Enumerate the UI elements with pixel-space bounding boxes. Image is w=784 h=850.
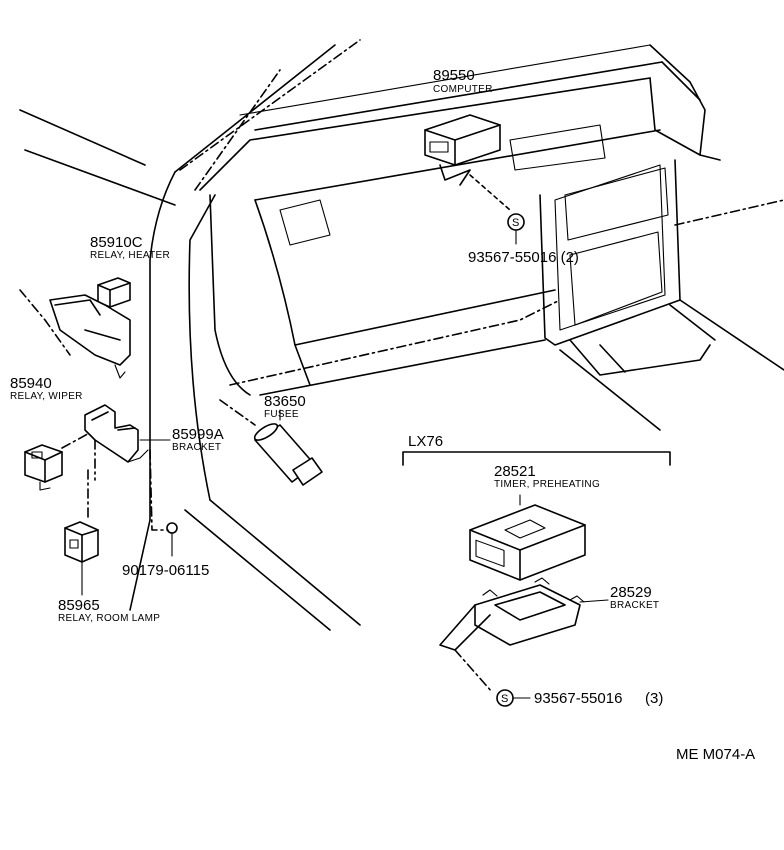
callout-screw-timer: 93567-55016 (3) [534,690,663,707]
relay-bracket-part [84,404,171,531]
callout-timer: 28521 TIMER, PREHEATING [494,463,600,490]
svg-text:89550: 89550 [433,67,475,84]
callout-relay-heater: 85910C RELAY, HEATER [90,234,170,261]
timer-part [469,494,586,581]
junction-block [19,289,131,379]
heater-panel [569,231,663,326]
relay-wiper-part [24,429,96,491]
callout-relay-room-lamp: 85965 RELAY, ROOM LAMP [58,597,160,624]
callout-relay-wiper: 85940 RELAY, WIPER [10,375,83,402]
svg-text:RELAY, WIPER: RELAY, WIPER [10,391,83,402]
svg-text:(3): (3) [645,690,663,707]
svg-text:85999A: 85999A [172,426,224,443]
callout-computer: 89550 COMPUTER [433,67,493,95]
svg-text:85965: 85965 [58,597,100,614]
relay-room-lamp-part [64,521,99,596]
svg-text:28521: 28521 [494,463,536,480]
lx76-bracket-line [402,451,671,466]
timer-bracket-part [439,577,609,693]
svg-text:90179-06115: 90179-06115 [122,562,209,579]
callout-screw-bracket: 90179-06115 [122,562,209,579]
instrument-panel [19,39,784,631]
svg-text:FUSEE: FUSEE [264,409,299,420]
svg-text:85910C: 85910C [90,234,143,251]
computer-part [424,114,511,211]
group-label-lx76: LX76 [408,433,443,450]
svg-text:28529: 28529 [610,584,652,601]
callout-fusee: 83650 FUSEE [264,393,306,420]
screw-symbol-computer: S [507,213,525,245]
callout-bracket-relay: 85999A BRACKET [172,426,224,453]
svg-text:RELAY, HEATER: RELAY, HEATER [90,250,170,261]
svg-text:93567-55016 (2): 93567-55016 (2) [468,249,579,266]
svg-text:RELAY, ROOM LAMP: RELAY, ROOM LAMP [58,613,160,624]
svg-text:93567-55016: 93567-55016 [534,690,622,707]
callout-screw-computer: 93567-55016 (2) [468,249,579,266]
screw-symbol-timer: S [496,689,531,707]
svg-text:83650: 83650 [264,393,306,410]
svg-text:ME M074-A: ME M074-A [676,746,755,763]
left-vent [279,199,331,246]
svg-text:BRACKET: BRACKET [610,600,659,611]
radio-slot [564,167,669,241]
diagram-code: ME M074-A [676,746,755,763]
svg-text:S: S [501,693,508,705]
svg-text:TIMER, PREHEATING: TIMER, PREHEATING [494,479,600,490]
center-vent [509,124,606,171]
svg-text:85940: 85940 [10,375,52,392]
svg-text:BRACKET: BRACKET [172,442,221,453]
svg-text:COMPUTER: COMPUTER [433,84,493,95]
callout-bracket-timer: 28529 BRACKET [610,584,659,611]
fusee-part [219,399,323,486]
bracket-screw [166,522,178,557]
svg-text:LX76: LX76 [408,433,443,450]
svg-text:S: S [512,217,519,229]
